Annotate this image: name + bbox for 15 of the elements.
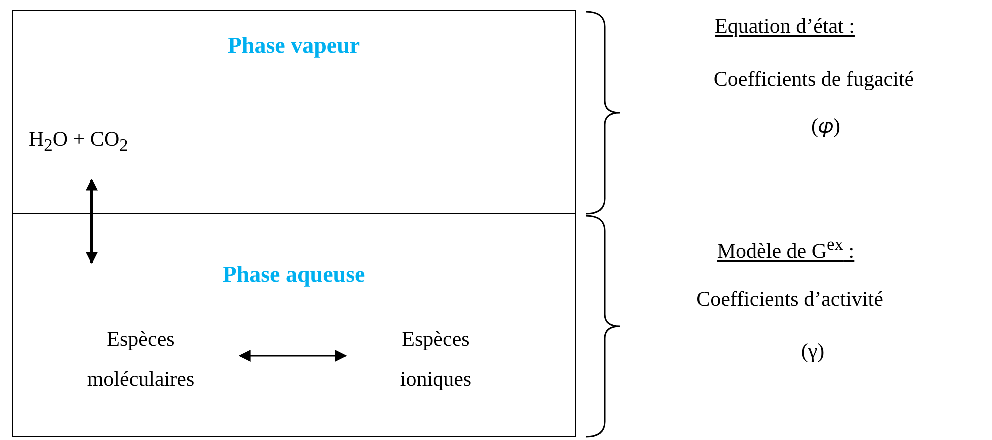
model-text: Coefficients d’activité [696, 287, 884, 312]
model-heading: Modèle de G$^{ex}$ : [717, 234, 855, 264]
species-text: Espèces ioniques [399, 326, 473, 393]
phase-region [12, 213, 576, 437]
phase-region [12, 10, 576, 214]
species-text: Espèces moléculaires [86, 326, 196, 393]
phase-heading: Phase aqueuse [222, 262, 366, 288]
phase-heading: Phase vapeur [226, 33, 362, 59]
double-arrow [238, 350, 348, 362]
model-text: Coefficients de fugacité [714, 67, 914, 92]
model-text: (γ) [801, 339, 825, 364]
model-text: (𝜑) [812, 114, 840, 139]
species-text: H$_{2}$O + CO$_{2}$ [29, 126, 130, 158]
model-heading: Equation d’état : [715, 14, 855, 39]
double-arrow [86, 178, 98, 264]
